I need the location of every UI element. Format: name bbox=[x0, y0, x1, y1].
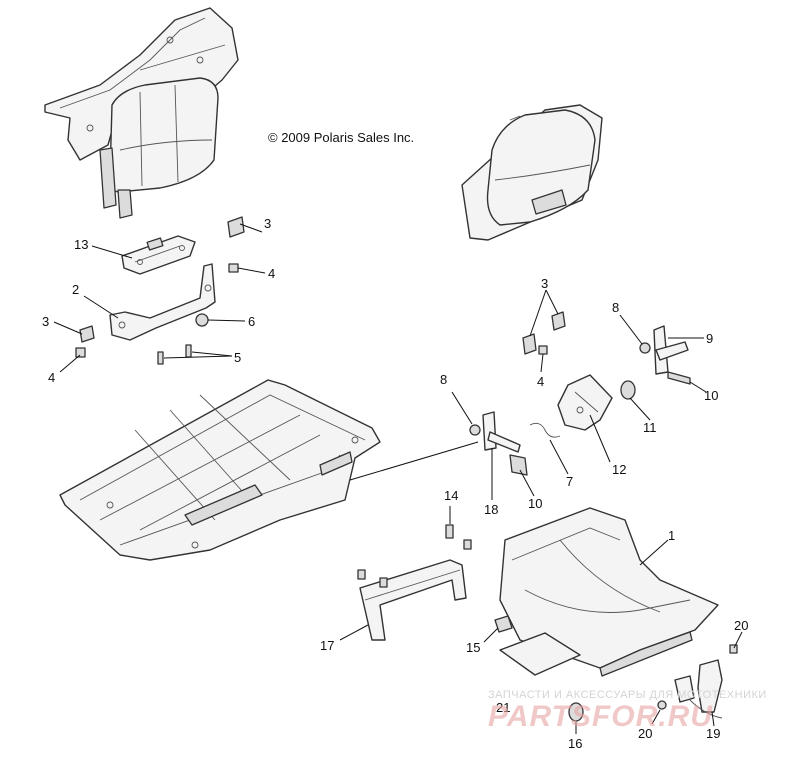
callout-4-left: 4 bbox=[48, 370, 55, 385]
callout-10-right: 10 bbox=[704, 388, 718, 403]
part-2-bracket bbox=[109, 263, 216, 341]
callout-21: 21 bbox=[496, 700, 510, 715]
callout-4-right: 4 bbox=[537, 374, 544, 389]
rear-backrest-assembly bbox=[44, 7, 239, 219]
callout-18: 18 bbox=[484, 502, 498, 517]
callout-3-left: 3 bbox=[42, 314, 49, 329]
copyright-notice: © 2009 Polaris Sales Inc. bbox=[268, 130, 414, 145]
backrest-cushion bbox=[461, 104, 603, 241]
callout-19: 19 bbox=[706, 726, 720, 741]
part-1-seat-cushion bbox=[499, 507, 719, 677]
callout-2: 2 bbox=[72, 282, 79, 297]
callout-3-upper: 3 bbox=[264, 216, 271, 231]
callout-4-upper: 4 bbox=[268, 266, 275, 281]
callout-numbers: 13 3 4 2 6 3 4 5 3 4 8 9 10 11 12 7 8 18… bbox=[42, 216, 748, 751]
callout-13: 13 bbox=[74, 237, 88, 252]
callout-12: 12 bbox=[612, 462, 626, 477]
callout-10-middle: 10 bbox=[528, 496, 542, 511]
callout-11: 11 bbox=[643, 420, 657, 435]
callout-1: 1 bbox=[668, 528, 675, 543]
callout-3-right: 3 bbox=[541, 276, 548, 291]
callout-8-right: 8 bbox=[612, 300, 619, 315]
callout-14: 14 bbox=[444, 488, 458, 503]
watermark: ЗАПЧАСТИ И АКСЕССУАРЫ ДЛЯ МОТОТЕХНИКИ PA… bbox=[488, 689, 767, 733]
callout-17: 17 bbox=[320, 638, 334, 653]
part-13-latch bbox=[121, 235, 196, 275]
callout-5: 5 bbox=[234, 350, 241, 365]
callout-9: 9 bbox=[706, 331, 713, 346]
watermark-caption: ЗАПЧАСТИ И АКСЕССУАРЫ ДЛЯ МОТОТЕХНИКИ bbox=[488, 689, 767, 701]
watermark-brand: PARTSFOR.RU bbox=[488, 700, 713, 733]
callout-16: 16 bbox=[568, 736, 582, 751]
hardware-upper-left bbox=[75, 216, 245, 365]
part-17-seat-frame bbox=[357, 524, 472, 641]
vehicle-frame bbox=[59, 379, 381, 561]
callout-20-right: 20 bbox=[734, 618, 748, 633]
leader-lines bbox=[53, 223, 743, 734]
callout-15: 15 bbox=[466, 640, 480, 655]
callout-8-middle: 8 bbox=[440, 372, 447, 387]
callout-6: 6 bbox=[248, 314, 255, 329]
seat-hinge-hardware bbox=[469, 311, 691, 476]
callout-20-bottom: 20 bbox=[638, 726, 652, 741]
part-19-20-latch bbox=[657, 644, 738, 719]
callout-7: 7 bbox=[566, 474, 573, 489]
